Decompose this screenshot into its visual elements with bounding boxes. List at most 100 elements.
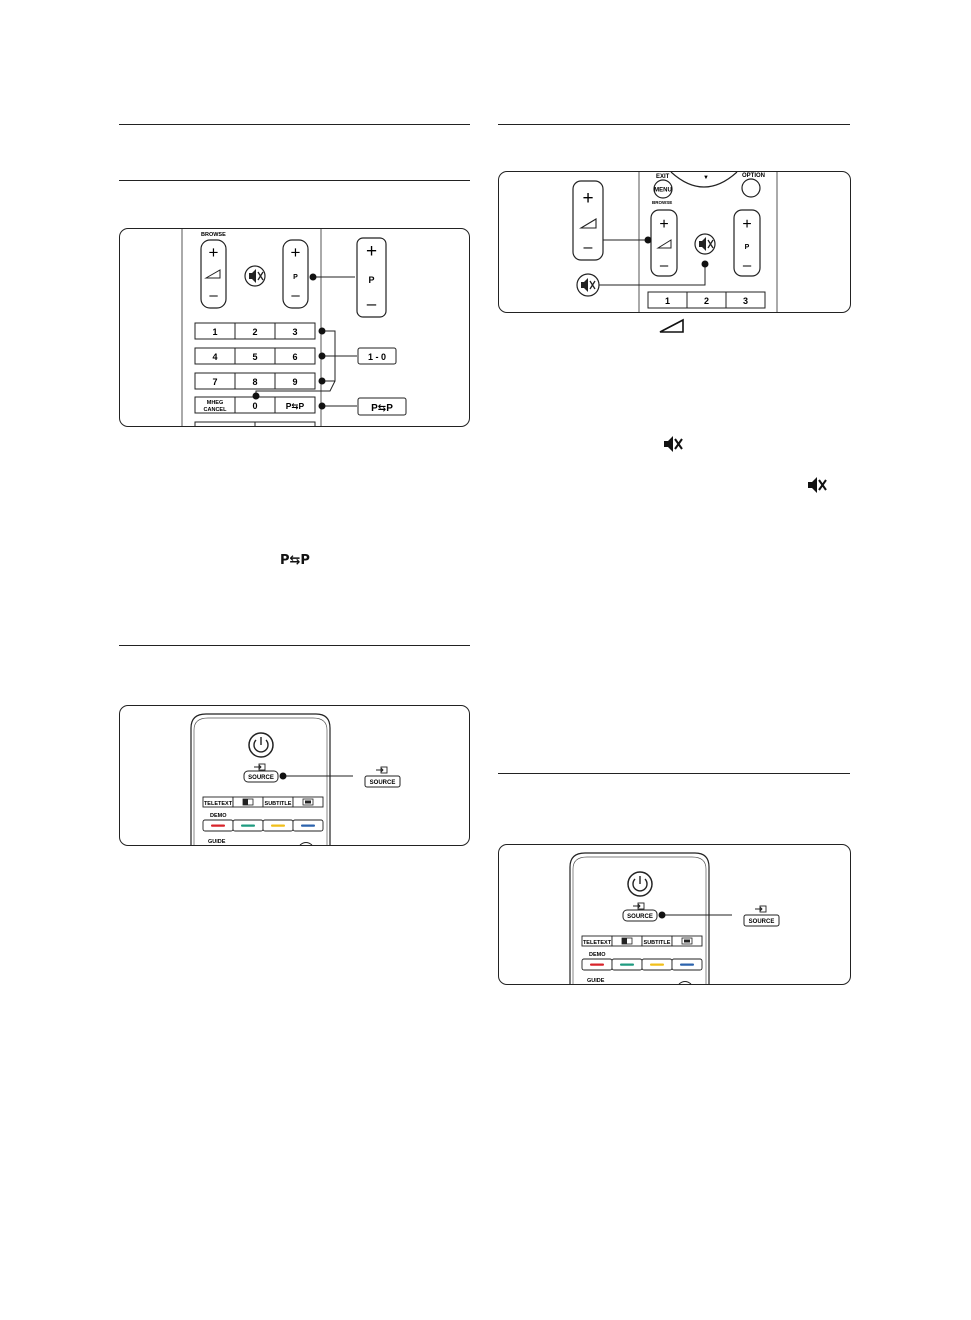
blue-stripe bbox=[680, 963, 694, 966]
source-callout bbox=[743, 914, 780, 927]
svg-text:–: – bbox=[291, 287, 300, 304]
svg-text:–: – bbox=[367, 294, 377, 313]
color-buttons bbox=[581, 958, 703, 971]
svg-text:▼: ▼ bbox=[703, 175, 709, 181]
source-button[interactable] bbox=[622, 909, 658, 922]
red-stripe bbox=[211, 824, 225, 827]
remote-volume-illustration: ▼ EXIT MENU BROWSE OPTION + – + – + P – … bbox=[572, 172, 778, 312]
digit-label: 8 bbox=[252, 377, 257, 387]
source-icon bbox=[633, 902, 645, 910]
svg-text:+: + bbox=[209, 243, 219, 262]
figure-source-right: SOURCE SOURCE TELETEXT SUBTITLE DEMO GUI… bbox=[498, 844, 851, 985]
svg-text:–: – bbox=[584, 239, 593, 256]
swap-icon: P⇆P bbox=[280, 553, 310, 568]
range-callout bbox=[357, 347, 397, 365]
figure-volume-mute: ▼ EXIT MENU BROWSE OPTION + – + – + P – … bbox=[498, 171, 851, 313]
svg-text:–: – bbox=[209, 287, 218, 304]
volume-rocker-right[interactable] bbox=[650, 209, 678, 277]
option-label: OPTION bbox=[742, 173, 765, 179]
pp-button[interactable] bbox=[274, 396, 316, 414]
yellow-stripe bbox=[650, 963, 664, 966]
mute-icon bbox=[581, 278, 596, 292]
digit-label: 1 bbox=[212, 327, 217, 337]
program-callout-label: P bbox=[368, 275, 374, 285]
zero-label: 0 bbox=[252, 401, 257, 411]
mheg-line1: MHEG bbox=[207, 400, 224, 406]
rule-right-2 bbox=[498, 773, 850, 774]
digit-label: 1 bbox=[665, 296, 670, 306]
power-icon[interactable] bbox=[248, 732, 274, 758]
teletext-label: TELETEXT bbox=[204, 801, 233, 807]
browse-label: BROWSE bbox=[201, 232, 226, 238]
digit-button-3[interactable] bbox=[274, 322, 316, 340]
program-label: P bbox=[293, 274, 298, 281]
demo-label: DEMO bbox=[210, 813, 227, 819]
digit-label: 3 bbox=[292, 327, 297, 337]
digit-row: 1 2 3 bbox=[647, 291, 766, 309]
mute-icon bbox=[249, 269, 264, 283]
source-callout-label: SOURCE bbox=[370, 780, 396, 786]
digit-label: 7 bbox=[212, 377, 217, 387]
browse-label-right: BROWSE bbox=[652, 200, 672, 205]
svg-text:–: – bbox=[743, 257, 752, 274]
range-callout-label: 1 - 0 bbox=[368, 352, 386, 362]
svg-text:+: + bbox=[291, 243, 301, 262]
yellow-stripe bbox=[271, 824, 285, 827]
figure-source-left: SOURCE SOURCE TELETEXT SUBTITLE DEMO GUI… bbox=[119, 705, 470, 846]
green-stripe bbox=[241, 824, 255, 827]
remote-source-illustration-right: SOURCE SOURCE TELETEXT SUBTITLE DEMO GUI… bbox=[569, 852, 780, 984]
volume-icon bbox=[204, 269, 221, 279]
pp-callout-label: P⇆P bbox=[371, 403, 393, 414]
source-icon bbox=[254, 763, 266, 771]
program-rocker[interactable] bbox=[282, 239, 309, 309]
volume-icon bbox=[659, 318, 684, 333]
rule-left-2 bbox=[119, 180, 470, 181]
guide-label: GUIDE bbox=[208, 839, 226, 845]
svg-text:–: – bbox=[660, 257, 669, 274]
program-callout bbox=[356, 237, 387, 318]
remote-source-illustration-left: SOURCE SOURCE TELETEXT SUBTITLE DEMO GUI… bbox=[190, 713, 401, 845]
source-callout-label: SOURCE bbox=[749, 919, 775, 925]
mheg-line2: CANCEL bbox=[204, 407, 228, 413]
source-button-label: SOURCE bbox=[627, 914, 653, 920]
rule-right-1 bbox=[498, 124, 850, 125]
volume-callout bbox=[572, 180, 604, 261]
source-callout bbox=[364, 775, 401, 788]
mute-icon bbox=[664, 436, 683, 452]
pp-button-label: P⇆P bbox=[286, 401, 305, 411]
teletext-label: TELETEXT bbox=[583, 940, 612, 946]
menu-label: MENU bbox=[654, 188, 672, 194]
digit-label: 2 bbox=[704, 296, 709, 306]
svg-text:+: + bbox=[742, 216, 751, 233]
digit-button-3[interactable] bbox=[725, 291, 766, 309]
color-buttons bbox=[202, 819, 324, 832]
power-icon[interactable] bbox=[627, 871, 653, 897]
pp-callout bbox=[357, 397, 407, 416]
digit-label: 6 bbox=[292, 352, 297, 362]
green-stripe bbox=[620, 963, 634, 966]
option-button[interactable] bbox=[741, 178, 761, 198]
svg-text:+: + bbox=[659, 216, 668, 233]
digit-button-9[interactable] bbox=[274, 372, 316, 390]
digit-button-6[interactable] bbox=[274, 347, 316, 365]
red-stripe bbox=[590, 963, 604, 966]
subtitle-label: SUBTITLE bbox=[265, 801, 292, 807]
source-icon bbox=[376, 766, 388, 774]
digit-label: 5 bbox=[252, 352, 257, 362]
digit-label: 2 bbox=[252, 327, 257, 337]
digit-label: 4 bbox=[212, 352, 217, 362]
digit-label: 3 bbox=[743, 296, 748, 306]
blue-stripe bbox=[301, 824, 315, 827]
mute-icon bbox=[699, 237, 714, 251]
svg-text:+: + bbox=[582, 188, 593, 209]
source-button[interactable] bbox=[243, 770, 279, 783]
program-rocker-right[interactable] bbox=[733, 209, 761, 277]
rule-left-3 bbox=[119, 645, 470, 646]
subtitle-label: SUBTITLE bbox=[644, 940, 671, 946]
demo-label: DEMO bbox=[589, 952, 606, 958]
menu-button[interactable] bbox=[653, 179, 673, 199]
source-icon bbox=[755, 905, 767, 913]
